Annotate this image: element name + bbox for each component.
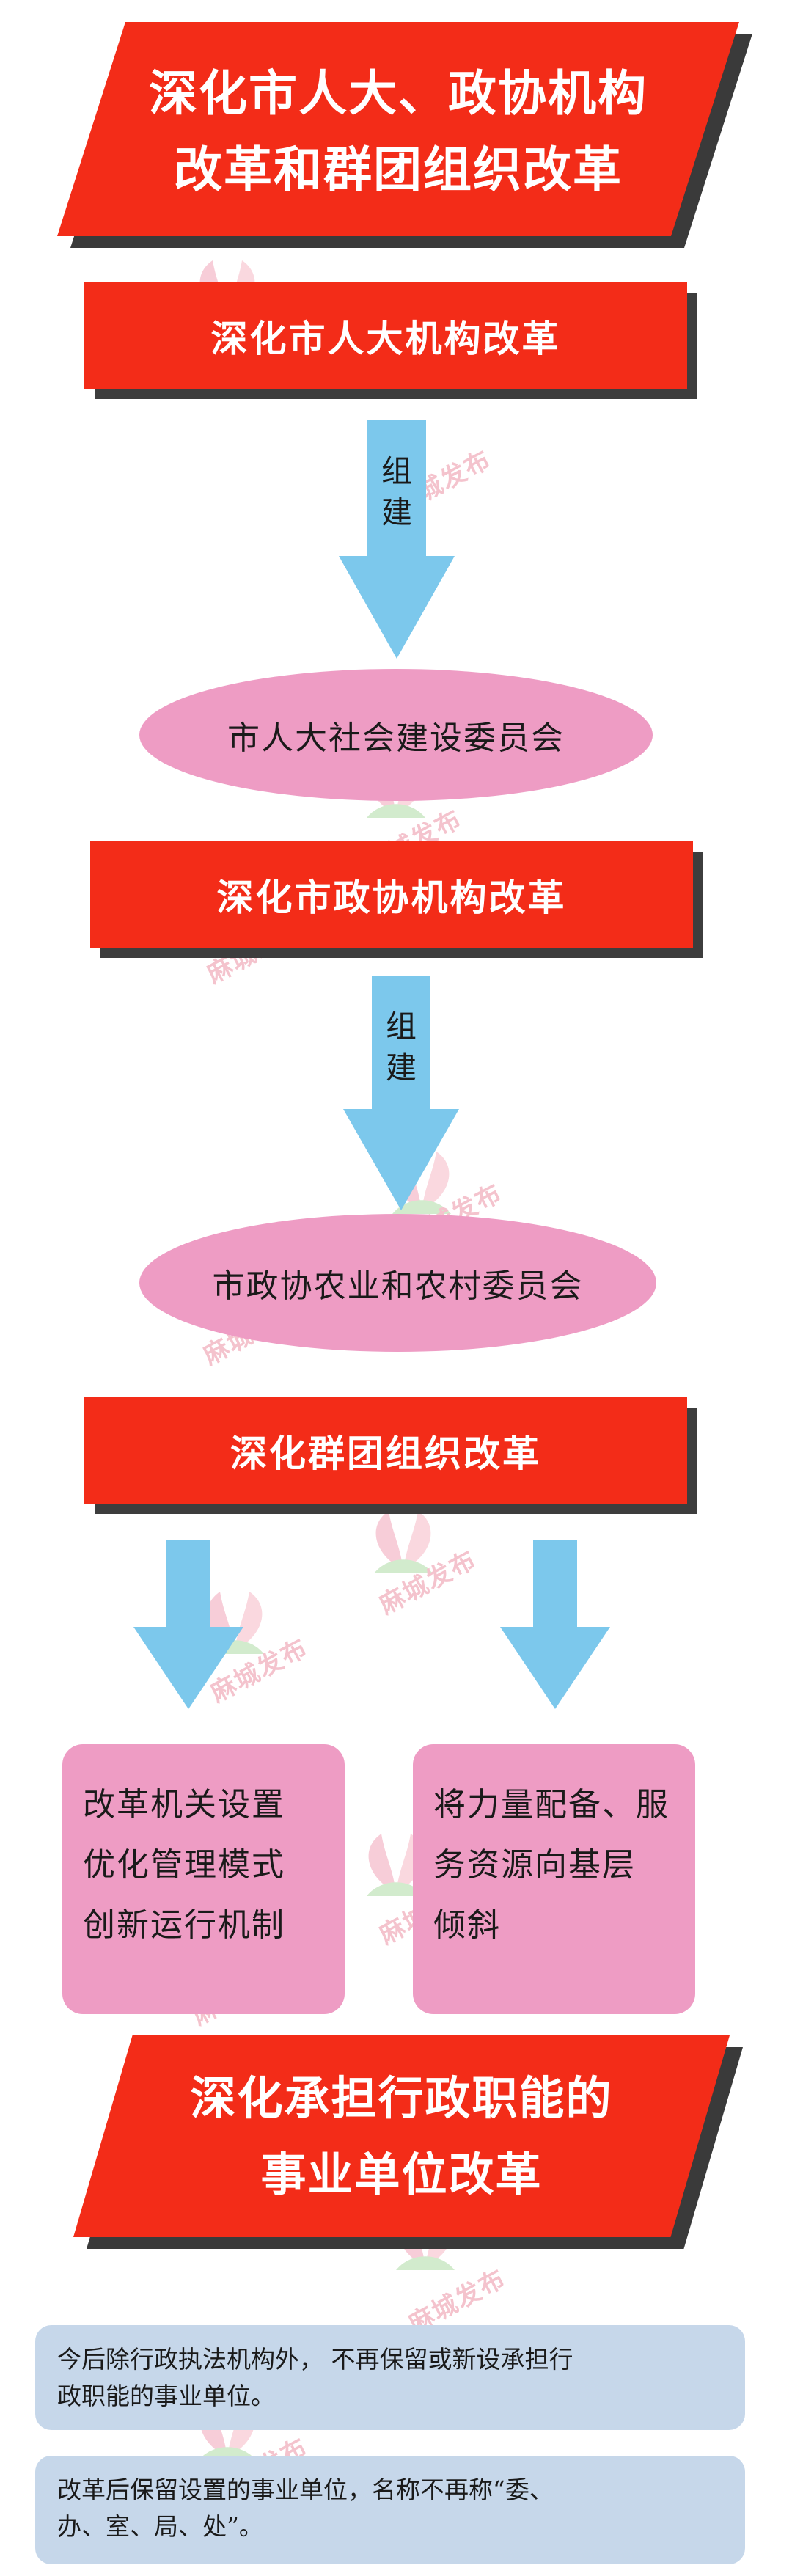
section1-result-ellipse: 市人大社会建设委员会 [139,669,653,801]
info-box-2-line-1: 改革后保留设置的事业单位，名称不再称“委、 [57,2476,554,2504]
left-box-line-1: 改革机关设置 [83,1786,285,1823]
arrow1-label-char2: 建 [381,494,412,530]
arrow2-label: 组 建 [379,1006,423,1088]
info-box-1-line-2: 政职能的事业单位。 [57,2382,275,2410]
section1-header-label: 深化市人大机构改革 [84,282,687,389]
right-box-line-2: 务资源向基层 [433,1846,636,1884]
info-box-1-line-1: 今后除行政执法机构外， 不再保留或新设承担行 [57,2345,573,2374]
left-box-line-3: 创新运行机制 [83,1906,285,1944]
flower-logo-icon [374,1511,433,1573]
title-line-1: 深化市人大、政协机构 [149,65,648,122]
bottom-banner-line-2: 事业单位改革 [260,2147,543,2201]
arrow1-label-char1: 组 [381,453,412,489]
down-arrow-icon [133,1540,243,1709]
down-arrow-icon [500,1540,610,1709]
left-box-line-2: 优化管理模式 [83,1846,285,1884]
title-banner: 深化市人大、政协机构 改革和群团组织改革 [57,22,752,248]
bottom-banner-face: 深化承担行政职能的 事业单位改革 [73,2035,730,2237]
section2-result-label: 市政协农业和农村委员会 [212,1267,584,1305]
info-box-1: 今后除行政执法机构外， 不再保留或新设承担行 政职能的事业单位。 [35,2325,745,2430]
section2-header-label: 深化市政协机构改革 [90,841,693,948]
section3-right-box: 将力量配备、服 务资源向基层 倾斜 [413,1744,695,2014]
title-line-2: 改革和群团组织改革 [174,142,623,198]
title-banner-face: 深化市人大、政协机构 改革和群团组织改革 [57,22,739,236]
right-box-line-3: 倾斜 [433,1906,501,1944]
bottom-banner-line-1: 深化承担行政职能的 [190,2071,613,2125]
section3-left-box: 改革机关设置 优化管理模式 创新运行机制 [62,1744,345,2014]
info-box-2: 改革后保留设置的事业单位，名称不再称“委、 办、室、局、处”。 [35,2456,745,2564]
arrow2-label-char2: 建 [385,1050,417,1086]
bottom-banner: 深化承担行政职能的 事业单位改革 [73,2035,743,2249]
arrow1-label: 组 建 [375,451,419,533]
section2-header: 深化市政协机构改革 [90,841,703,958]
down-arrow-icon [339,420,455,659]
section1-result-label: 市人大社会建设委员会 [227,720,565,757]
section2-result-ellipse: 市政协农业和农村委员会 [139,1214,656,1352]
right-box-line-1: 将力量配备、服 [433,1786,670,1823]
info-box-2-line-2: 办、室、局、处”。 [57,2512,263,2541]
section3-header: 深化群团组织改革 [84,1397,697,1514]
section3-header-label: 深化群团组织改革 [84,1397,687,1504]
arrow2-label-char1: 组 [385,1009,417,1044]
down-arrow-icon [343,976,459,1210]
section1-header: 深化市人大机构改革 [84,282,697,399]
watermark-text: 麻城发布 [374,1545,482,1621]
